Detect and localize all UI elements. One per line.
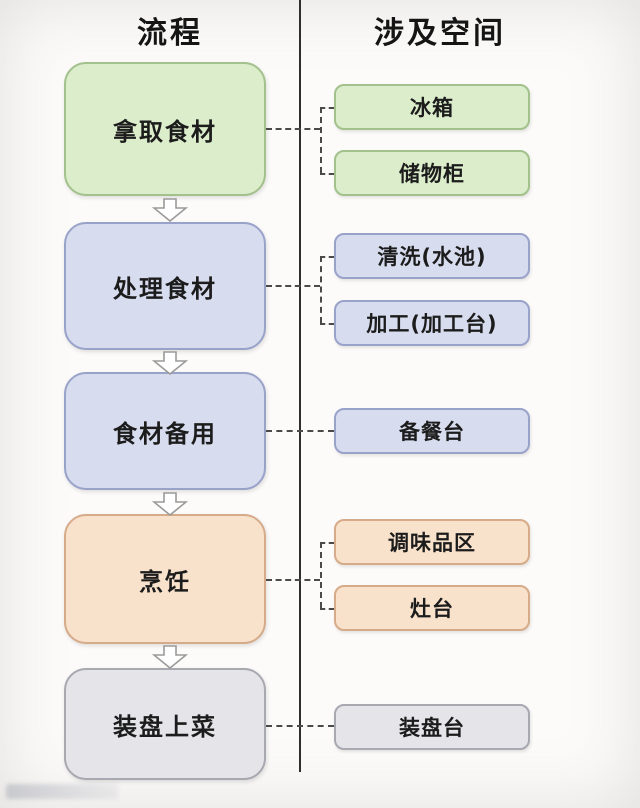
connector-line bbox=[320, 256, 322, 323]
space-box-prep-counter: 备餐台 bbox=[334, 408, 530, 454]
space-box-label: 加工(加工台) bbox=[366, 312, 498, 336]
space-box-fridge: 冰箱 bbox=[334, 84, 530, 130]
connector-line bbox=[320, 107, 322, 173]
flow-step-label: 处理食材 bbox=[113, 274, 217, 303]
space-box-label: 冰箱 bbox=[410, 96, 454, 120]
space-box-label: 灶台 bbox=[410, 597, 454, 621]
watermark bbox=[6, 784, 118, 799]
connector-line bbox=[320, 608, 334, 610]
space-box-label: 装盘台 bbox=[399, 716, 465, 740]
connector-line bbox=[266, 285, 320, 287]
space-box-label: 备餐台 bbox=[399, 420, 465, 444]
space-box-stove: 灶台 bbox=[334, 585, 530, 631]
connector-line bbox=[320, 256, 334, 258]
flow-step-label: 食材备用 bbox=[113, 419, 217, 448]
space-box-processing-station: 加工(加工台) bbox=[334, 300, 530, 346]
flow-step-label: 烹饪 bbox=[139, 567, 191, 596]
space-box-label: 储物柜 bbox=[399, 162, 465, 186]
down-arrow-icon bbox=[151, 351, 189, 376]
connector-line bbox=[320, 323, 334, 325]
flow-step-prepare-ingredients: 处理食材 bbox=[64, 222, 266, 350]
connector-line bbox=[320, 173, 334, 175]
connector-line bbox=[320, 542, 334, 544]
space-box-plating-counter: 装盘台 bbox=[334, 704, 530, 750]
flow-step-plating-serving: 装盘上菜 bbox=[64, 668, 266, 780]
flow-step-get-ingredients: 拿取食材 bbox=[64, 62, 266, 196]
process-column-title: 流程 bbox=[137, 16, 203, 51]
connector-line bbox=[266, 725, 334, 727]
space-box-storage-cabinet: 储物柜 bbox=[334, 150, 530, 196]
column-divider bbox=[299, 0, 301, 772]
space-box-label: 清洗(水池) bbox=[377, 245, 487, 269]
connector-line bbox=[266, 128, 320, 130]
down-arrow-icon bbox=[151, 198, 189, 223]
space-box-seasoning-area: 调味品区 bbox=[334, 519, 530, 565]
flow-step-label: 装盘上菜 bbox=[113, 712, 217, 741]
flow-step-cooking: 烹饪 bbox=[64, 514, 266, 644]
connector-line bbox=[266, 430, 334, 432]
flow-step-label: 拿取食材 bbox=[113, 117, 217, 146]
connector-line bbox=[320, 107, 334, 109]
down-arrow-icon bbox=[151, 492, 189, 517]
space-box-washing-sink: 清洗(水池) bbox=[334, 233, 530, 279]
space-box-label: 调味品区 bbox=[388, 531, 476, 555]
flow-step-ingredients-standby: 食材备用 bbox=[64, 372, 266, 490]
spaces-column-title: 涉及空间 bbox=[374, 16, 506, 51]
connector-line bbox=[320, 542, 322, 608]
connector-line bbox=[266, 579, 320, 581]
down-arrow-icon bbox=[151, 645, 189, 670]
